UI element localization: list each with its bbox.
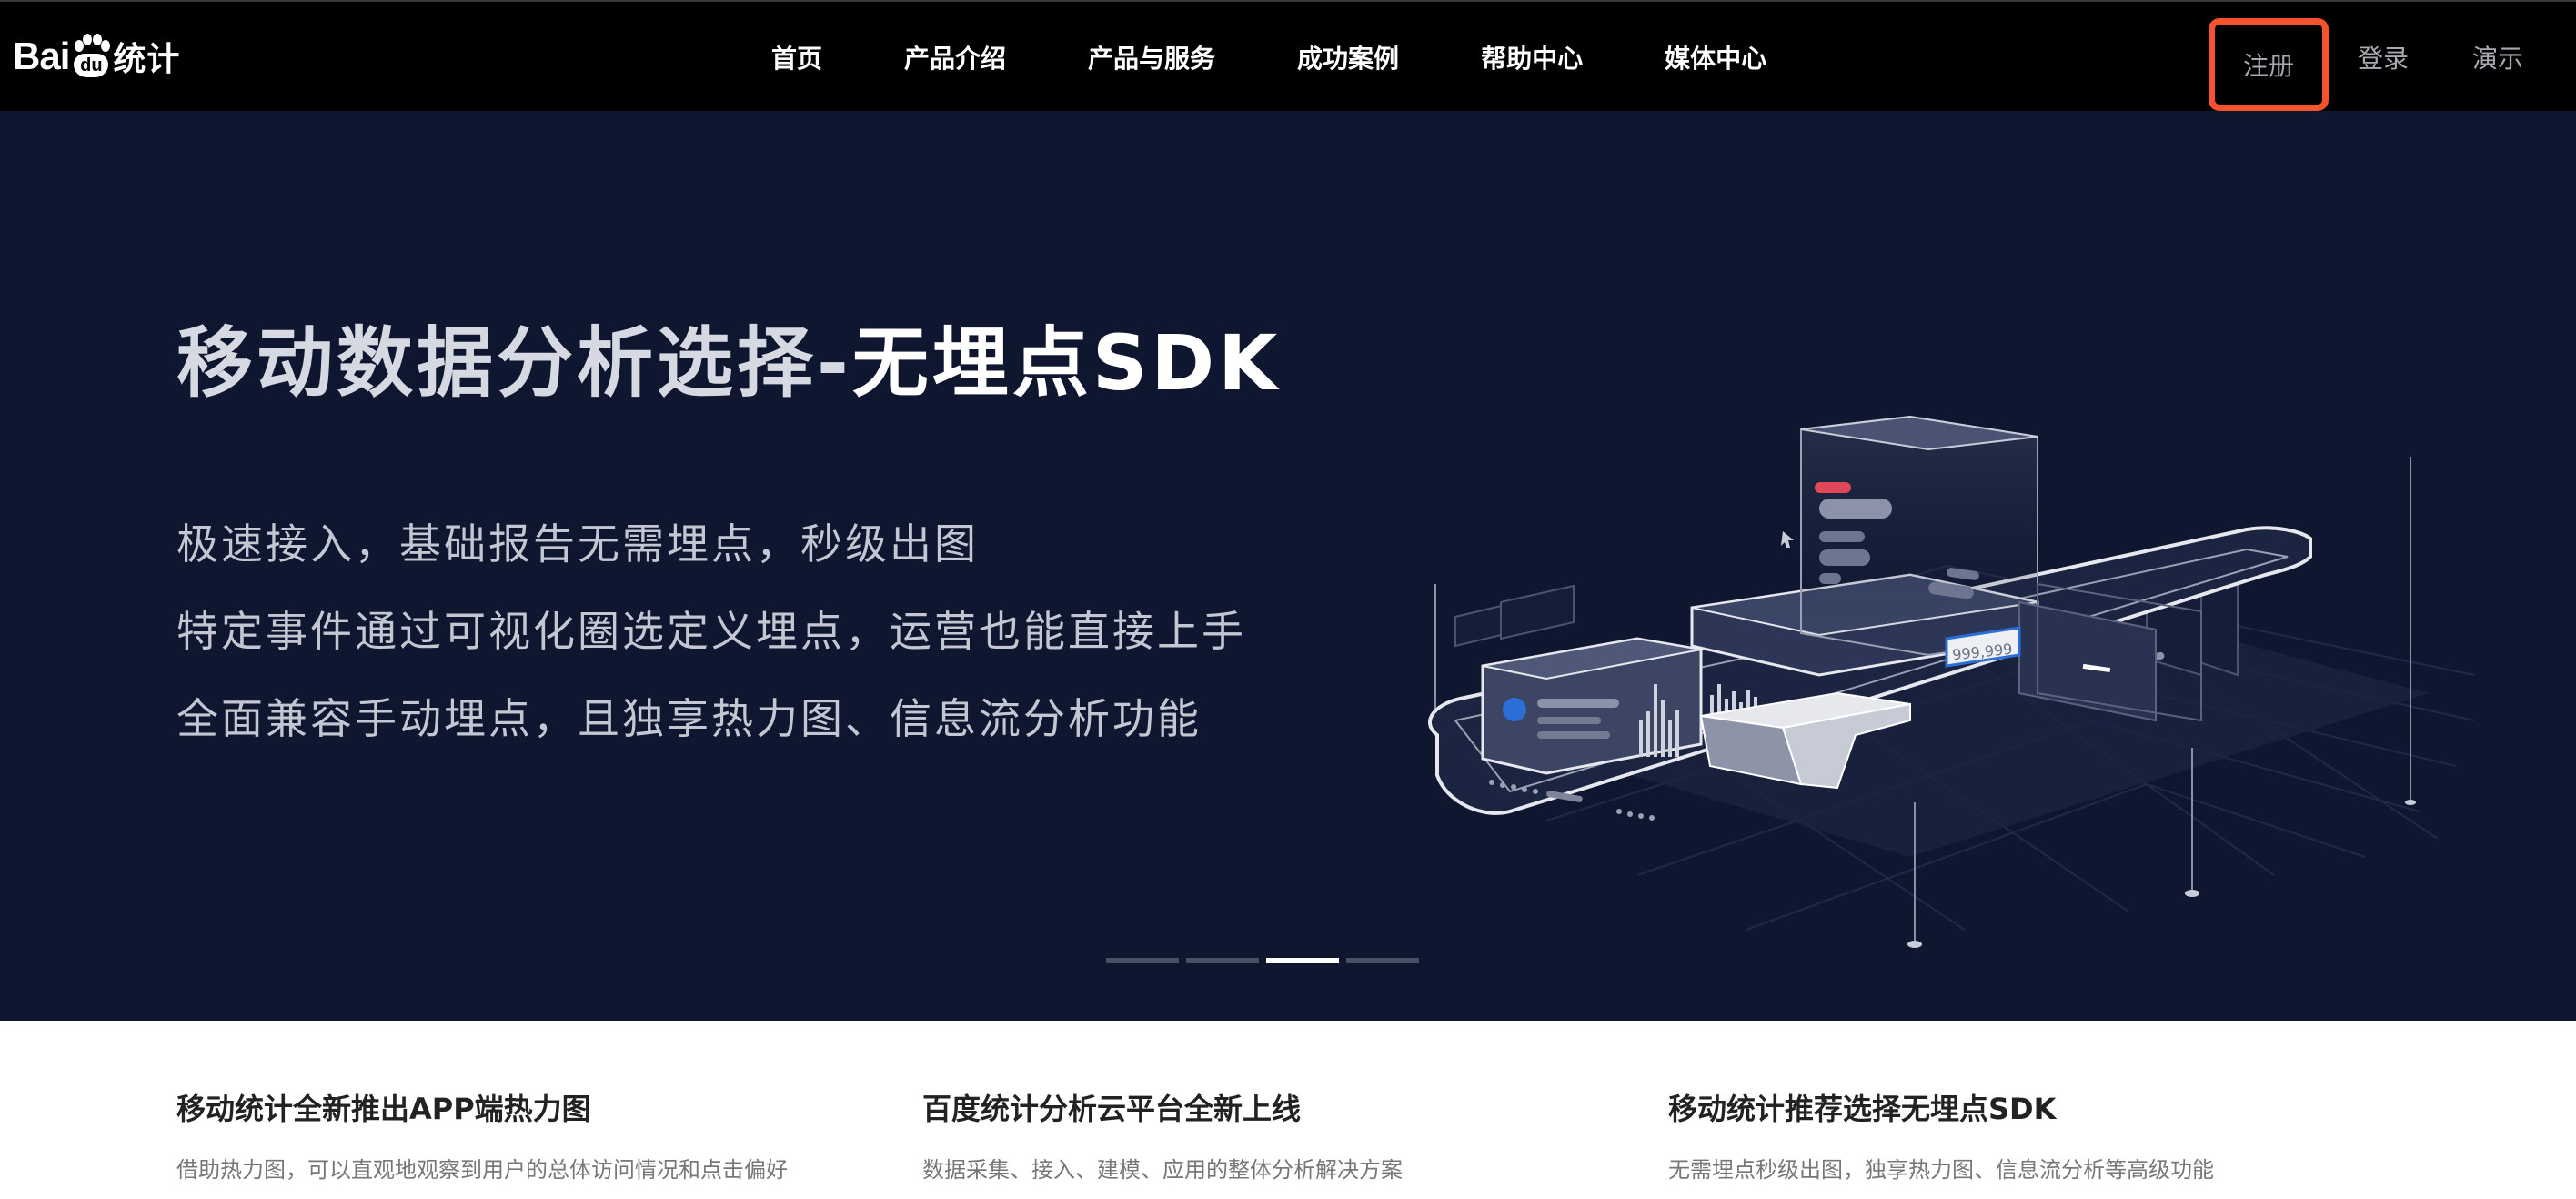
logo-text-du: du	[74, 54, 109, 77]
top-navigation-bar: Bai du 统计 首页 产品介绍 产品与服务 成功案例 帮助中心 媒体中心 注…	[0, 0, 2576, 111]
hero-title-bold: 无埋点SDK	[851, 318, 1282, 408]
news-title[interactable]: 移动统计全新推出APP端热力图	[176, 1092, 591, 1126]
demo-link[interactable]: 演示	[2472, 44, 2524, 74]
demo-links: 演示	[2472, 2, 2523, 113]
carousel-indicators	[1106, 958, 1426, 963]
carousel-dot[interactable]	[1186, 958, 1259, 963]
nav-item-media[interactable]: 媒体中心	[1665, 44, 1767, 74]
news-title[interactable]: 百度统计分析云平台全新上线	[922, 1092, 1302, 1126]
carousel-dot[interactable]	[1346, 958, 1419, 963]
news-desc: 数据采集、接入、建模、应用的整体分析解决方案	[922, 1157, 1403, 1183]
pin-lines	[1434, 457, 2411, 944]
cursor-icon	[1781, 531, 1794, 548]
login-link[interactable]: 登录	[2358, 44, 2410, 74]
news-title[interactable]: 移动统计推荐选择无埋点SDK	[1668, 1092, 2057, 1126]
news-desc: 无需埋点秒级出图，独享热力图、信息流分析等高级功能	[1668, 1157, 2214, 1183]
hero-feature-line: 极速接入，基础报告无需埋点，秒级出图	[176, 519, 979, 569]
hero-banner: 移动数据分析选择-无埋点SDK 极速接入，基础报告无需埋点，秒级出图 特定事件通…	[0, 111, 2576, 1021]
blue-dot-icon	[1503, 698, 1526, 721]
news-strip: 移动统计全新推出APP端热力图 借助热力图，可以直观地观察到用户的总体访问情况和…	[0, 1021, 2576, 1199]
nav-item-products-services[interactable]: 产品与服务	[1088, 44, 1216, 74]
nav-item-products[interactable]: 产品介绍	[904, 44, 1007, 74]
paw-icon: du	[71, 34, 111, 79]
carousel-dot-active[interactable]	[1266, 958, 1339, 963]
register-highlight-box: 注册	[2209, 18, 2329, 111]
news-item[interactable]: 百度统计分析云平台全新上线 数据采集、接入、建模、应用的整体分析解决方案	[922, 1086, 1403, 1184]
hero-title: 移动数据分析选择-无埋点SDK	[176, 302, 1281, 412]
baidu-tongji-logo[interactable]: Bai du 统计	[13, 29, 180, 84]
news-desc: 借助热力图，可以直观地观察到用户的总体访问情况和点击偏好	[176, 1157, 788, 1183]
value-label-box: 999,999	[1945, 626, 2021, 668]
isometric-phone-dashboard-illustration: 999,999	[1428, 415, 2475, 948]
register-link[interactable]: 注册	[2242, 51, 2294, 81]
glass-tower	[1800, 415, 2038, 657]
right-screens	[2018, 582, 2202, 722]
main-nav: 首页 产品介绍 产品与服务 成功案例 帮助中心 媒体中心	[771, 2, 1766, 113]
news-item[interactable]: 移动统计推荐选择无埋点SDK 无需埋点秒级出图，独享热力图、信息流分析等高级功能	[1668, 1086, 2214, 1184]
hero-feature-list: 极速接入，基础报告无需埋点，秒级出图 特定事件通过可视化圈选定义埋点，运营也能直…	[176, 500, 1246, 762]
hero-feature-line: 特定事件通过可视化圈选定义埋点，运营也能直接上手	[176, 607, 1246, 656]
news-item[interactable]: 移动统计全新推出APP端热力图 借助热力图，可以直观地观察到用户的总体访问情况和…	[176, 1086, 788, 1184]
chart-card	[1481, 637, 1757, 775]
auth-links: 登录	[2358, 2, 2409, 113]
carousel-dot[interactable]	[1106, 958, 1179, 963]
red-pill	[1815, 482, 1851, 493]
logo-text-bai: Bai	[13, 35, 70, 77]
hero-title-light: 移动数据分析选择-	[176, 318, 852, 408]
nav-item-help[interactable]: 帮助中心	[1481, 44, 1584, 74]
nav-item-home[interactable]: 首页	[771, 44, 823, 74]
hero-feature-line: 全面兼容手动埋点，且独享热力图、信息流分析功能	[176, 694, 1202, 743]
folded-sheet	[1699, 691, 1911, 790]
nav-item-cases[interactable]: 成功案例	[1297, 44, 1400, 74]
logo-text-tongji: 统计	[113, 40, 181, 77]
